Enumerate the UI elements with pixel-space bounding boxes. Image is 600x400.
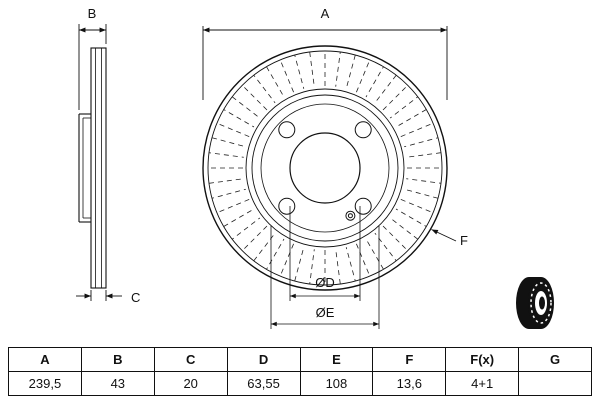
dimension-e-lines (270, 226, 380, 329)
header-cell-d: D (226, 347, 301, 372)
dimension-e-label: ØE (316, 305, 335, 320)
side-view-cross-section (78, 47, 107, 289)
technical-drawing-canvas: B C (76, 6, 554, 329)
header-cell-fx: F(x) (445, 347, 520, 372)
locating-pin-hole (345, 210, 356, 221)
bolt-holes (278, 121, 372, 215)
dimension-f-leader (431, 229, 457, 242)
dimension-a-lines (202, 26, 448, 100)
dimension-table: A B C D E F F(x) G 239,5 43 20 63,55 108… (8, 347, 592, 396)
value-cell-f: 13,6 (372, 371, 447, 396)
value-cell-fx: 4+1 (445, 371, 520, 396)
header-cell-f: F (372, 347, 447, 372)
dimension-d-lines (289, 206, 361, 301)
value-cell-d: 63,55 (226, 371, 301, 396)
dimension-c-label: C (131, 290, 140, 305)
dimension-b-label: B (88, 6, 97, 21)
brake-disc-3d-icon (516, 277, 554, 329)
dimension-a-label: A (321, 6, 330, 21)
dimension-table-value-row: 239,5 43 20 63,55 108 13,6 4+1 (8, 371, 592, 396)
header-cell-g: G (518, 347, 592, 372)
header-cell-b: B (80, 347, 155, 372)
value-cell-g (518, 371, 592, 396)
value-cell-e: 108 (299, 371, 374, 396)
dimension-d-label: ØD (315, 275, 335, 290)
value-cell-b: 43 (80, 371, 155, 396)
dimension-f-label: F (460, 233, 468, 248)
value-cell-a: 239,5 (8, 371, 82, 396)
header-cell-e: E (299, 347, 374, 372)
header-cell-c: C (153, 347, 228, 372)
dimension-table-header-row: A B C D E F F(x) G (8, 347, 592, 372)
value-cell-c: 20 (153, 371, 228, 396)
center-bore (289, 132, 361, 204)
ventilation-slot-hatching (208, 51, 442, 285)
front-view-disc (202, 45, 448, 291)
dimension-b-lines (78, 24, 107, 110)
dimension-c-lines (76, 290, 122, 301)
header-cell-a: A (8, 347, 82, 372)
